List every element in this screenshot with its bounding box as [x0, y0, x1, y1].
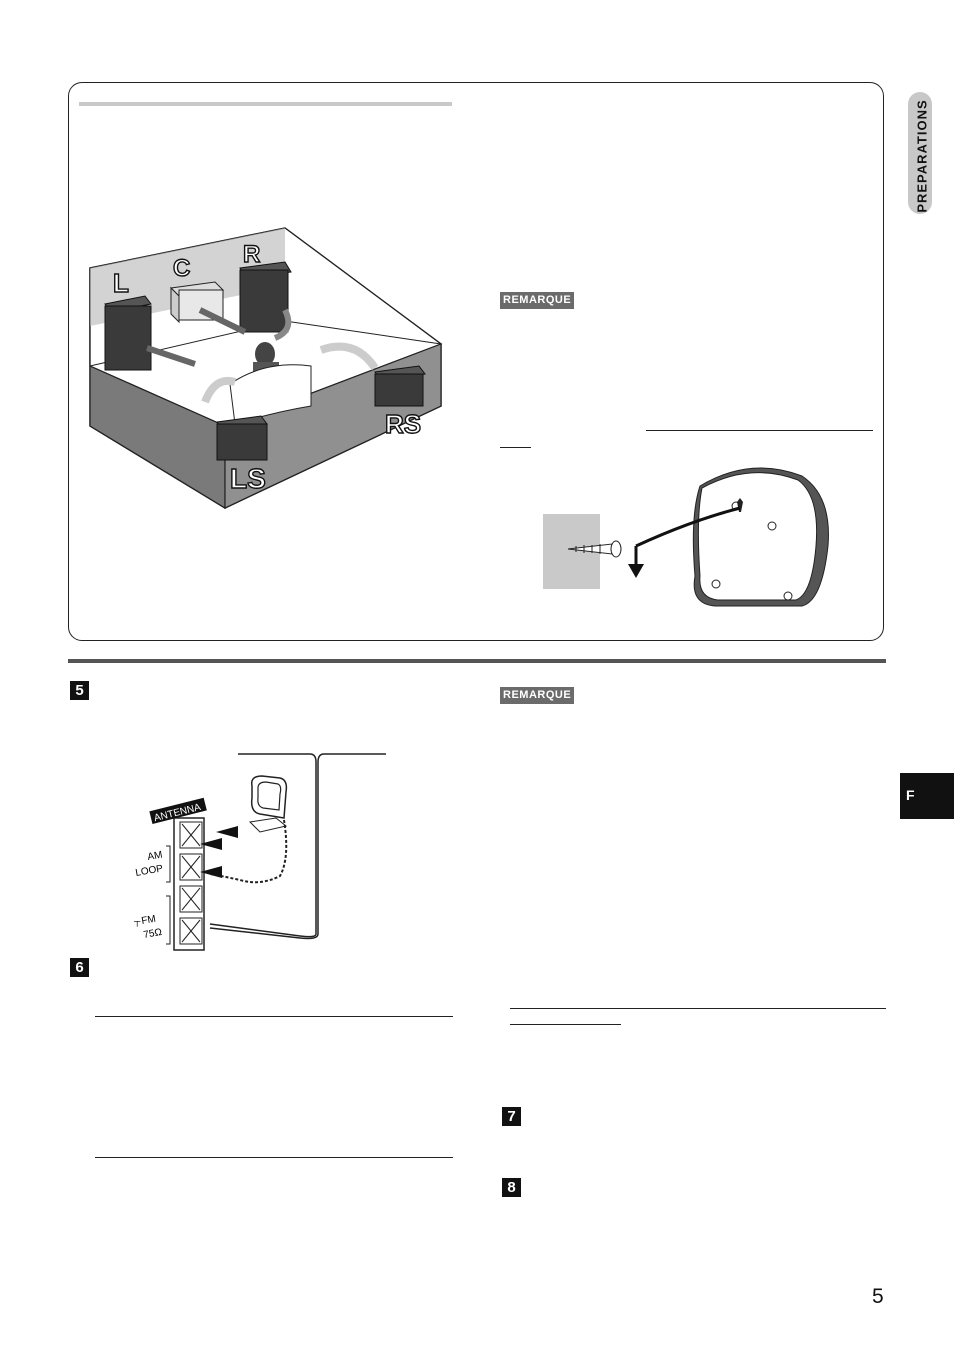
remarque-label-bottom: REMARQUE: [500, 687, 575, 704]
mount-arrow: [635, 506, 741, 548]
underline-top-b: [500, 447, 531, 448]
antenna-terminal-block: [173, 817, 205, 951]
left-surround-speaker: [216, 415, 268, 461]
underline-top-a: [646, 430, 873, 431]
underline-remarque-b: [510, 1024, 621, 1025]
speaker-layout-diagram: L C R RS LS: [89, 227, 443, 510]
arrow-left-icon: [200, 866, 222, 878]
loop-label: LOOP: [135, 863, 165, 879]
underline-step6-b: [95, 1157, 453, 1158]
listener-sofa: [229, 342, 312, 425]
underline-remarque-a: [510, 1008, 886, 1009]
step-number-7: 7: [502, 1107, 521, 1126]
speaker-back-view: [692, 467, 829, 607]
arrow-left-icon: [216, 826, 238, 838]
right-surround-speaker: [374, 365, 426, 407]
underline-step6-a: [95, 1016, 453, 1017]
page-number: 5: [872, 1285, 884, 1308]
right-speaker: [239, 261, 292, 333]
speaker-label-rs: RS: [385, 409, 421, 439]
fm-impedance-label: 75Ω: [143, 927, 164, 941]
speaker-label-l: L: [113, 268, 129, 298]
screw-icon: [567, 540, 622, 558]
section-tab-background: [908, 92, 932, 214]
speaker-label-r: R: [243, 241, 260, 268]
language-tab: F: [900, 773, 954, 819]
arrow-down-icon: [628, 564, 644, 578]
language-tab-label: F: [906, 787, 915, 803]
speaker-label-ls: LS: [230, 463, 266, 494]
step-number-8: 8: [502, 1178, 521, 1197]
step-number-6: 6: [70, 958, 89, 977]
remarque-label-top: REMARQUE: [500, 292, 575, 309]
fm-label: FM: [141, 914, 157, 927]
antenna-connection-diagram: ANTENNA AM LOOP FM 75Ω ┬: [133, 753, 386, 951]
step-number-5: 5: [70, 681, 89, 700]
am-loop-antenna: [209, 775, 288, 884]
ground-icon: ┬: [133, 916, 141, 927]
panel-heading-rule: [79, 102, 452, 106]
left-speaker: [104, 295, 152, 371]
arrow-left-icon: [200, 838, 222, 850]
section-divider: [68, 659, 886, 663]
speaker-label-c: C: [173, 255, 190, 282]
am-label: AM: [147, 850, 164, 863]
speaker-placement-panel: [68, 82, 884, 641]
wall-mount-illustration: [543, 467, 829, 607]
section-tab-label: PREPARATIONS: [914, 99, 930, 213]
